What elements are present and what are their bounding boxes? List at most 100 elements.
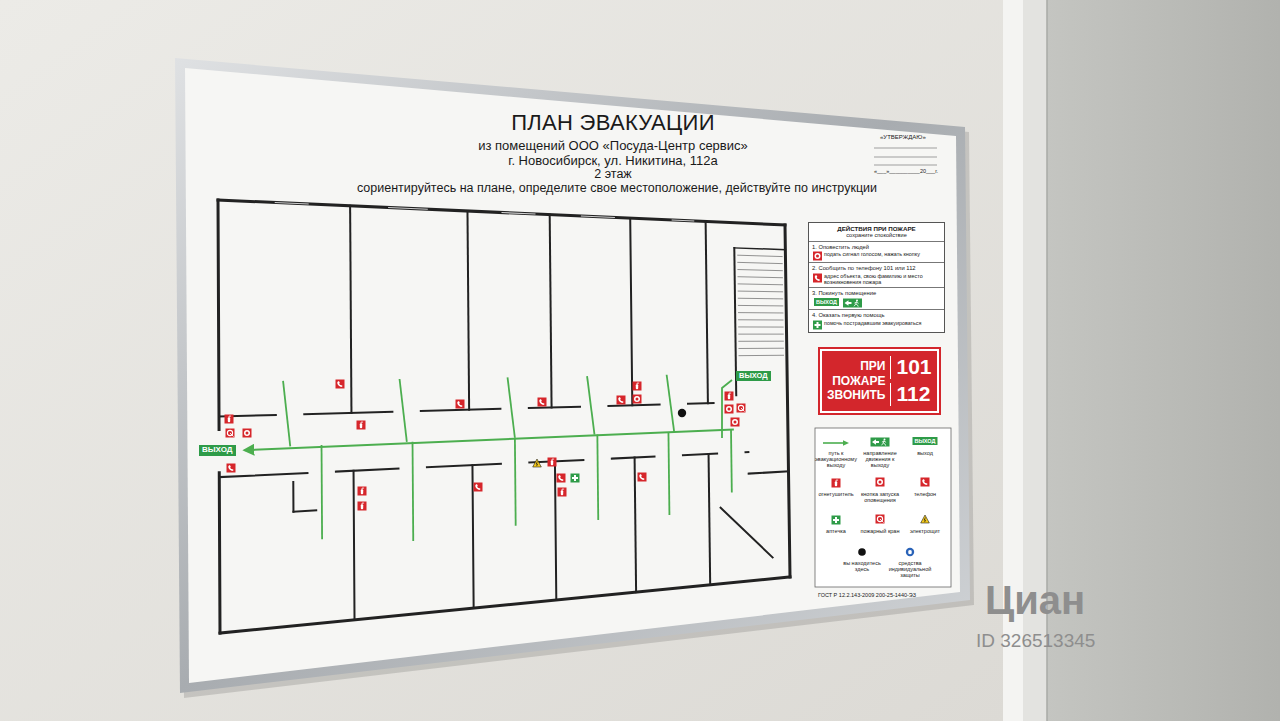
wall-line	[630, 218, 632, 405]
approval-date: «___»__________20___г.	[874, 168, 938, 174]
stair-step	[737, 262, 782, 263]
plan-icons	[225, 380, 746, 511]
evacuation-route	[283, 381, 290, 446]
legend-text: направление движения к выходу	[857, 450, 903, 468]
phone-icon	[538, 398, 547, 407]
wall-line	[785, 225, 790, 577]
evacuation-route	[321, 445, 323, 539]
legend-text: выход	[902, 450, 948, 456]
wall-line	[218, 200, 785, 225]
wall-line	[304, 412, 392, 414]
ext-icon	[558, 488, 567, 497]
wall-line	[292, 482, 294, 512]
evacuation-route	[668, 432, 671, 515]
wall	[0, 0, 1010, 721]
stair-step	[738, 312, 783, 313]
sign-frame	[175, 58, 970, 693]
legend-text: вы находитесь здесь	[839, 560, 885, 572]
stair-step	[738, 291, 783, 293]
window-mark	[388, 208, 428, 210]
floor-label: 2 этаж	[594, 167, 631, 181]
node-text: ДЕЙСТВИЯ ПРИ ПОЖАРЕ	[809, 223, 944, 232]
node-text: ВЫХОД	[739, 372, 768, 380]
window-mark	[581, 216, 615, 218]
legend-text: пожарный кран	[857, 528, 903, 534]
btn-icon	[725, 405, 734, 414]
path-icon	[823, 440, 849, 445]
wall-line	[293, 510, 316, 511]
evacuation-route	[587, 376, 594, 435]
wall-line	[612, 457, 655, 459]
stair-step	[738, 348, 783, 349]
wall-line	[709, 454, 711, 585]
exit-sign: ВЫХОД	[814, 298, 839, 306]
window-mark	[502, 213, 536, 215]
wall-line	[734, 248, 785, 250]
elec-icon	[533, 459, 542, 467]
stair-step	[737, 270, 782, 271]
wall-line	[472, 465, 473, 608]
node-text: 1. Оповестить людей	[809, 242, 944, 251]
exit-sign: ВЫХОД	[199, 445, 236, 456]
standard-note: ГОСТ Р 12.2.143-2009 200-25-1440-ЭЗ	[818, 592, 916, 598]
instruction-icon	[812, 251, 823, 261]
legend-text: средства индивидуальной защиты	[887, 560, 933, 578]
legend-text: аптечка	[813, 528, 859, 534]
you-are-here-dot	[678, 409, 686, 417]
node-text: 101	[890, 356, 931, 378]
dir-icon	[871, 438, 890, 447]
approval-line	[874, 148, 937, 149]
ext-icon	[548, 458, 557, 467]
wall-line	[608, 404, 659, 405]
stair-step	[737, 255, 782, 256]
ext-icon	[225, 415, 234, 424]
hyd-icon	[876, 515, 885, 524]
node-text: ВЫХОД	[816, 299, 837, 305]
ext-icon	[357, 421, 366, 430]
phone-icon	[336, 380, 345, 389]
aid-icon	[832, 516, 841, 525]
floor-plan	[218, 200, 790, 633]
wall-line	[555, 461, 556, 600]
evacuation-route	[400, 379, 407, 442]
sign-panel	[185, 68, 960, 683]
stair-step	[738, 319, 783, 320]
phone-icon	[557, 474, 566, 483]
watermark: Циан	[985, 578, 1085, 623]
phone-icon	[474, 483, 483, 492]
stair-step	[738, 277, 783, 278]
stair-step	[738, 334, 783, 335]
wall-line	[218, 473, 222, 633]
stair-step	[738, 298, 783, 300]
legend-text: огнетушитель	[813, 491, 859, 497]
wall-line	[550, 215, 552, 408]
wall-line	[427, 464, 501, 467]
legend-text: телефон	[902, 491, 948, 497]
ext-icon	[633, 382, 642, 391]
legend-text: электрощит	[902, 528, 948, 534]
evacuation-route	[508, 377, 515, 437]
wall-line	[529, 407, 580, 408]
node-text: 3. Покинуть помещение	[809, 287, 944, 297]
wall-line	[683, 454, 717, 456]
legend-text: кнопка запуска оповещения	[857, 491, 903, 503]
wall-line	[336, 469, 399, 472]
approval-line	[874, 165, 937, 166]
dir-icon	[843, 299, 862, 308]
evacuation-route	[412, 442, 415, 541]
stair-step	[738, 283, 783, 285]
node-text: помочь пострадавшим эвакуироваться	[809, 319, 944, 332]
btn-icon	[731, 418, 740, 427]
node-text: адрес объекта, свою фамилию и место возн…	[809, 272, 944, 287]
phone-icon	[638, 473, 647, 482]
dot-icon	[858, 548, 866, 556]
aid-icon	[813, 321, 822, 330]
evacuation-route	[730, 430, 733, 493]
ext-icon	[832, 479, 841, 488]
window-mark	[672, 220, 695, 221]
wall-line	[467, 211, 469, 410]
direction-sign	[843, 298, 863, 308]
wall-line	[746, 451, 749, 453]
